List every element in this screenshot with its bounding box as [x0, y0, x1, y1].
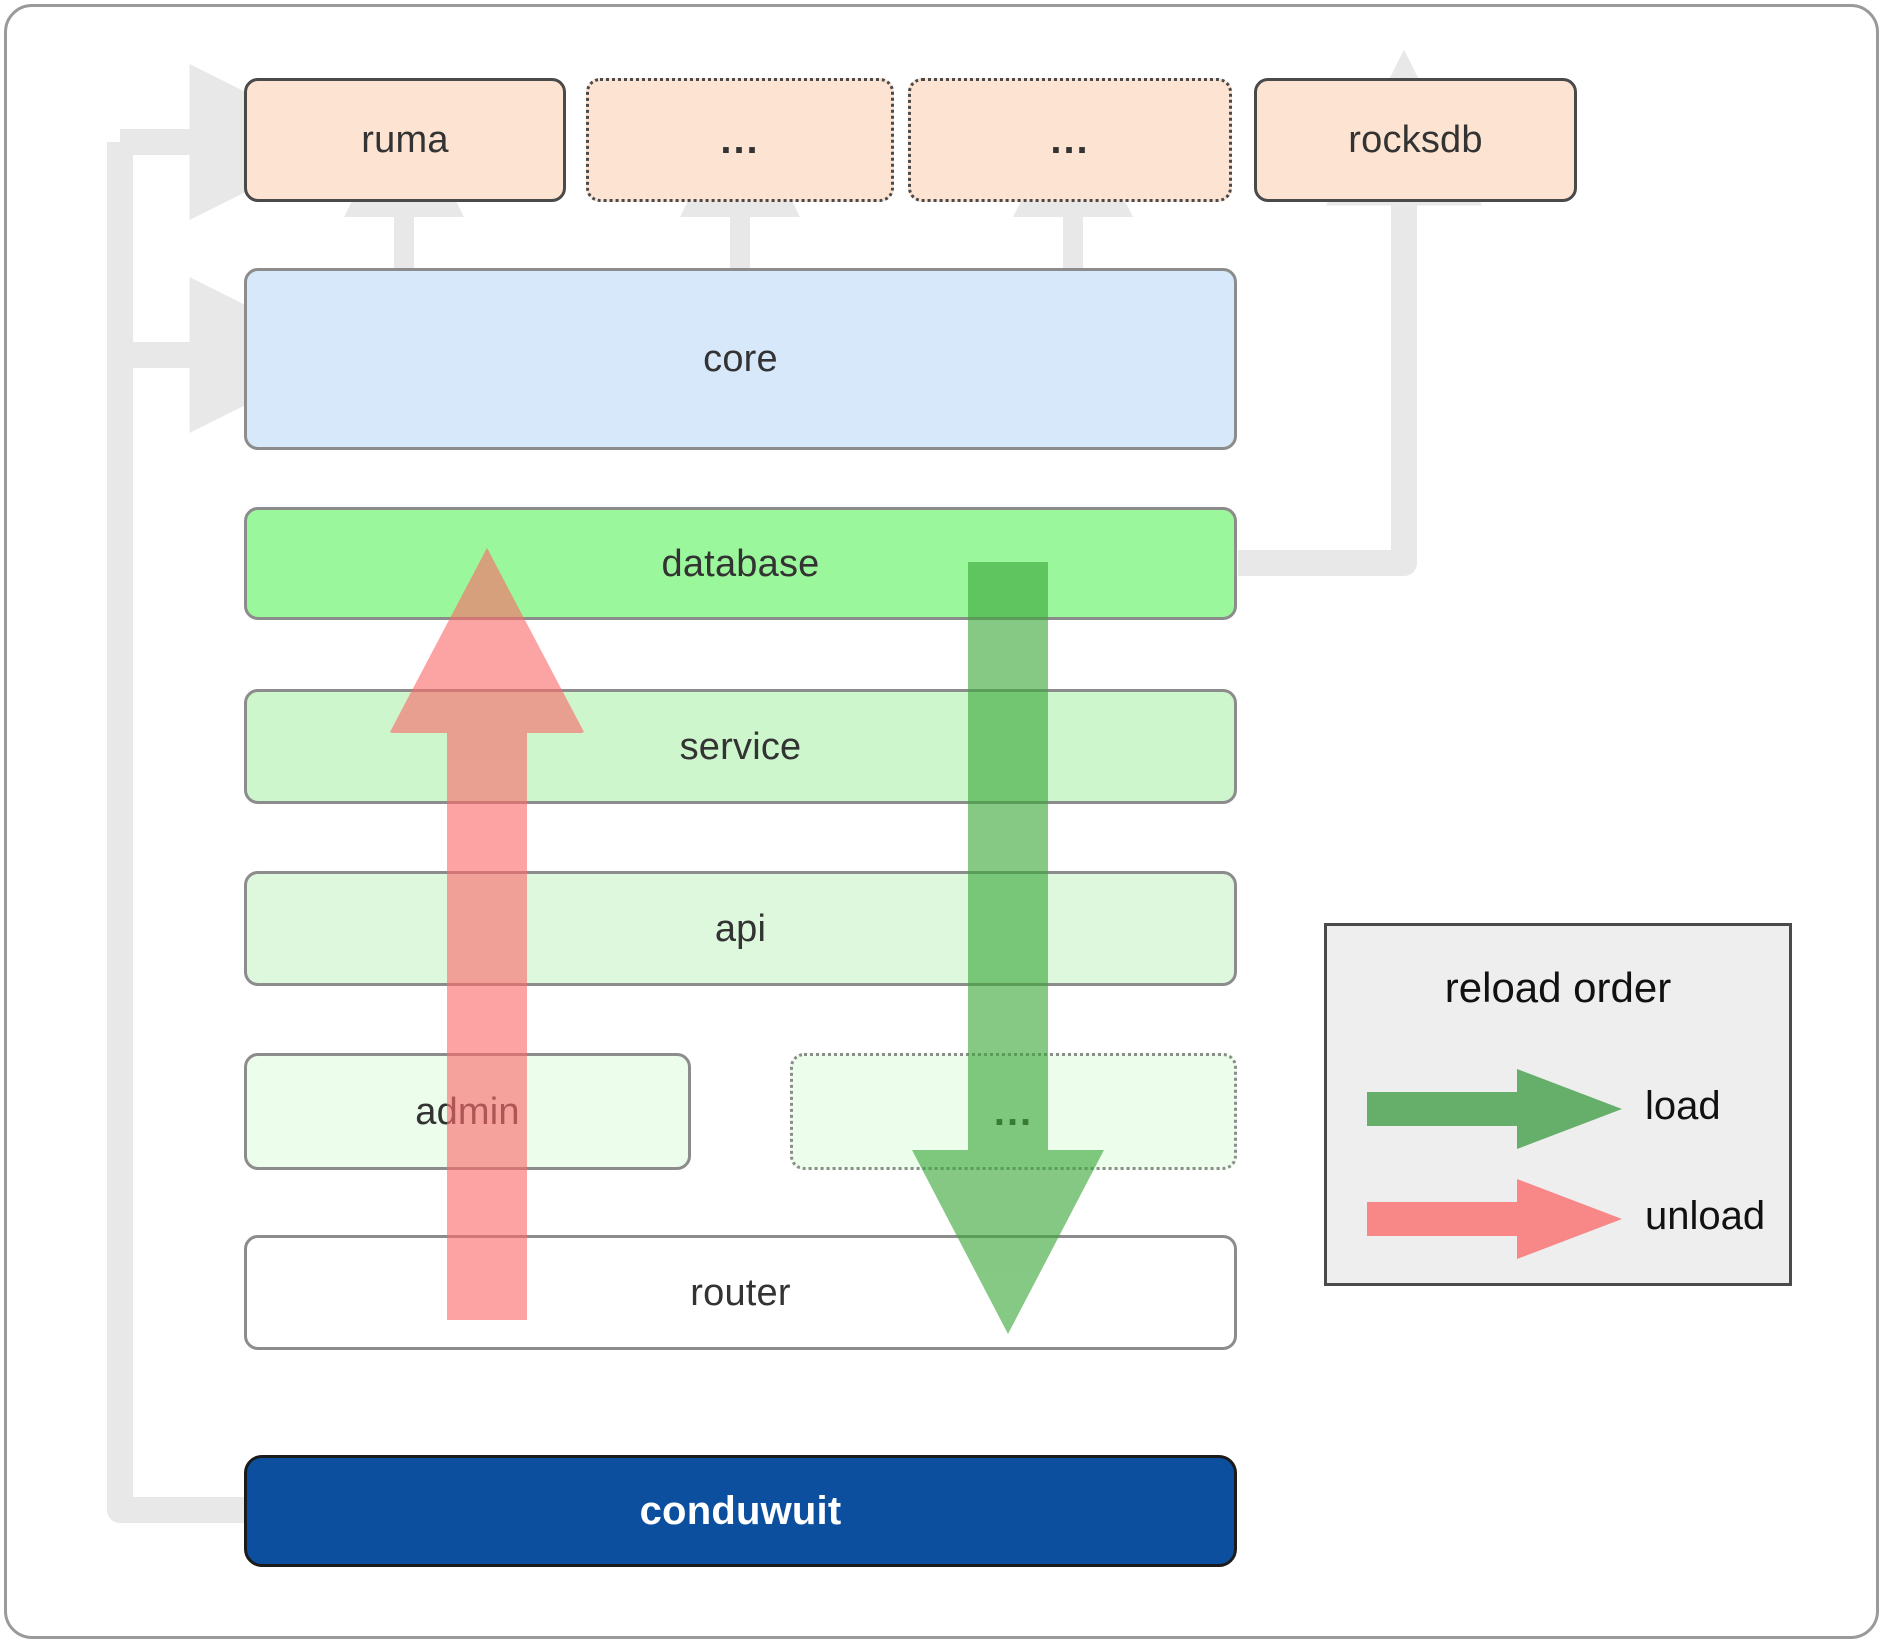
layer-node-api[interactable]: api	[244, 871, 1237, 986]
load-flow-arrow	[912, 562, 1104, 1334]
legend-title: reload order	[1444, 964, 1672, 1011]
legend-label-unload: unload	[1645, 1194, 1766, 1238]
connector-database-to-rocksdb	[1238, 49, 1482, 576]
layer-node-database[interactable]: database	[244, 507, 1237, 620]
connector-core-to-deps	[344, 97, 1133, 268]
legend-panel: reload order load unload	[1324, 923, 1792, 1286]
root-node-conduwuit[interactable]: conduwuit	[244, 1455, 1237, 1567]
legend-row-unload: unload	[1327, 1174, 1789, 1264]
unload-legend-arrow-icon	[1367, 1179, 1622, 1259]
load-legend-arrow-icon	[1367, 1069, 1622, 1149]
connector-conduwuit-to-deps	[107, 64, 346, 1523]
layer-node-router[interactable]: router	[244, 1235, 1237, 1350]
legend-row-load: load	[1327, 1064, 1789, 1154]
unload-flow-arrow	[390, 548, 584, 1320]
legend-label-load: load	[1645, 1084, 1721, 1128]
